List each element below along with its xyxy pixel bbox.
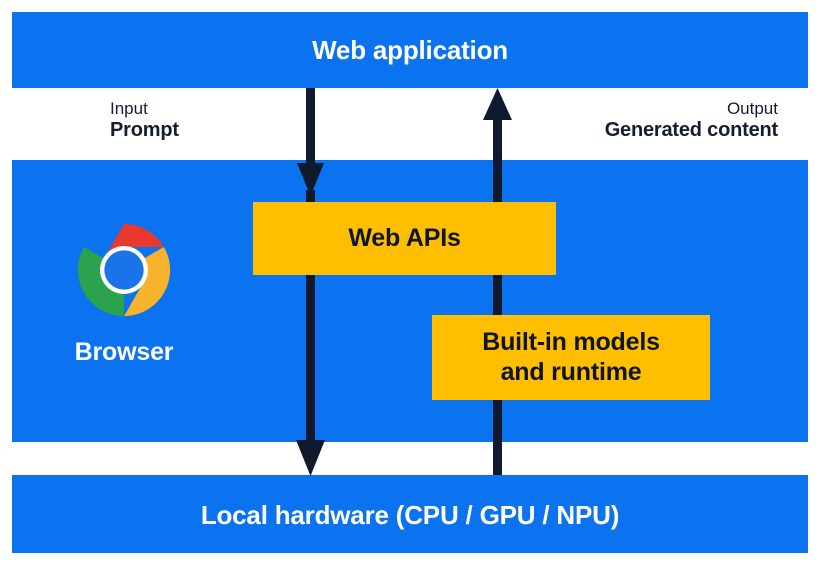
builtin-models-label-line1: Built-in models (482, 328, 660, 356)
web-application-band (12, 12, 808, 88)
output-value-label: Generated content (604, 119, 779, 142)
builtin-models-box: Built-in models and runtime (432, 315, 710, 400)
input-kind-label: Input (110, 99, 148, 118)
page-title-web-application: Web application (312, 35, 508, 65)
browser-label: Browser (74, 338, 174, 366)
page-title-local-hardware: Local hardware (CPU / GPU / NPU) (200, 500, 620, 530)
input-flow-label: Input Prompt (110, 99, 179, 143)
browser-group: Browser (48, 222, 200, 365)
output-kind-label: Output (726, 99, 778, 118)
input-value-label: Prompt (110, 119, 179, 142)
chrome-logo-icon (77, 223, 171, 317)
local-hardware-band (12, 475, 808, 553)
web-apis-box: Web APIs (253, 202, 556, 275)
builtin-models-label-line2: and runtime (500, 357, 642, 386)
builtin-models-label: Built-in models and runtime (482, 328, 660, 387)
web-apis-label: Web APIs (348, 223, 461, 252)
output-flow-label: Output Generated content (604, 99, 779, 143)
